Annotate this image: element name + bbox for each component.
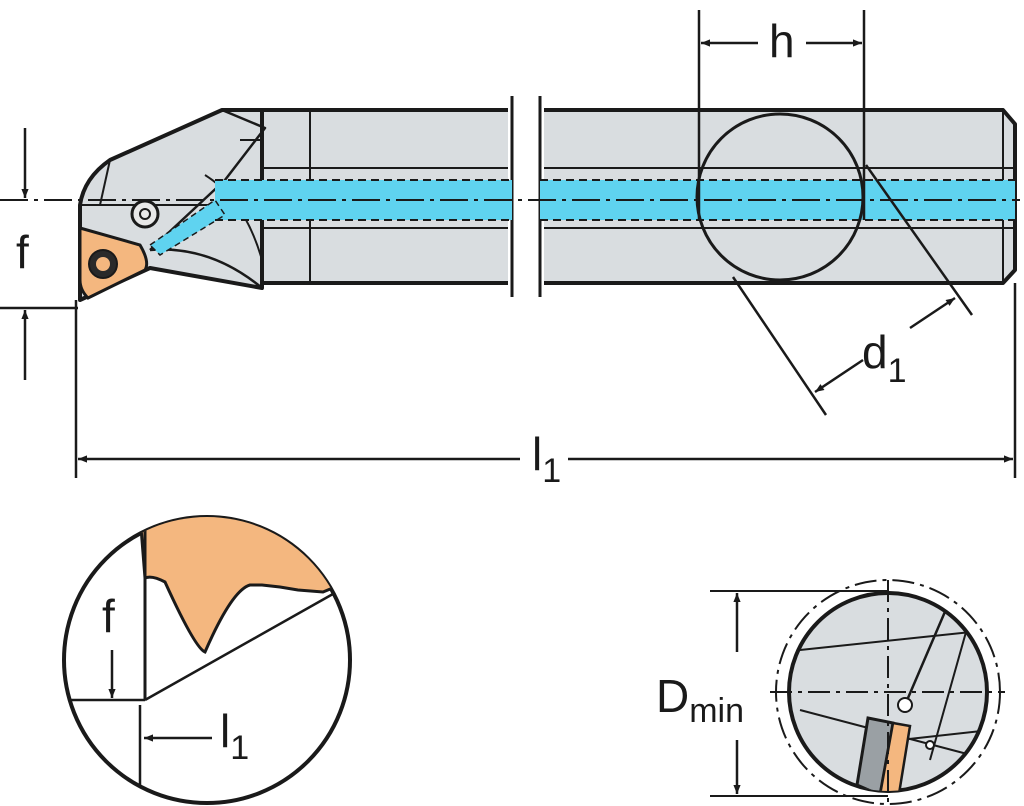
label-h: h bbox=[769, 15, 795, 67]
dimension-h bbox=[697, 10, 866, 220]
clamp-screw-icon bbox=[130, 199, 160, 229]
label-d1: d1 bbox=[862, 326, 907, 390]
label-f-detail: f bbox=[102, 590, 115, 642]
dimension-d1 bbox=[731, 164, 974, 416]
label-f: f bbox=[16, 226, 29, 278]
label-l1: l1 bbox=[532, 428, 561, 490]
dimension-f bbox=[0, 128, 78, 380]
insert-thread-profile bbox=[138, 517, 342, 654]
label-l1-detail: l1 bbox=[220, 705, 249, 767]
minimum-bore-section-view bbox=[710, 579, 1005, 806]
insert-detail-view bbox=[62, 515, 352, 805]
label-dmin: Dmin bbox=[656, 670, 744, 730]
section-insert bbox=[855, 716, 895, 791]
dimension-l1 bbox=[74, 283, 1017, 478]
